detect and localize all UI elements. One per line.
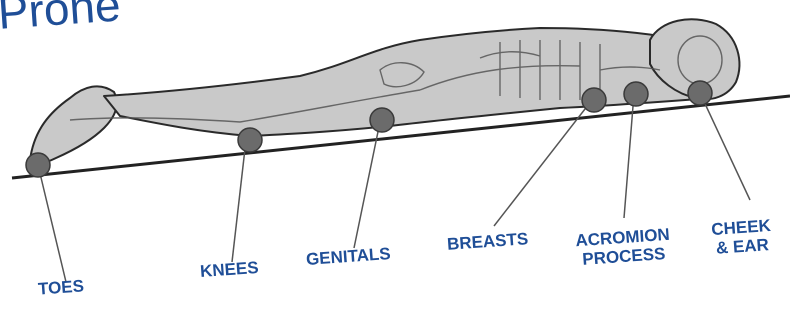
label-line: TOES	[37, 276, 84, 298]
knees-pressure-point	[238, 128, 262, 152]
acromion-pressure-point	[624, 82, 648, 106]
toes-pressure-point	[26, 153, 50, 177]
breasts-pressure-point	[582, 88, 606, 112]
label-cheek-ear: CHEEK & EAR	[711, 216, 773, 258]
label-acromion-process: ACROMION PROCESS	[575, 225, 672, 269]
genitals-pressure-point	[370, 108, 394, 132]
cheek-pressure-point	[688, 81, 712, 105]
label-toes: TOES	[37, 276, 84, 298]
